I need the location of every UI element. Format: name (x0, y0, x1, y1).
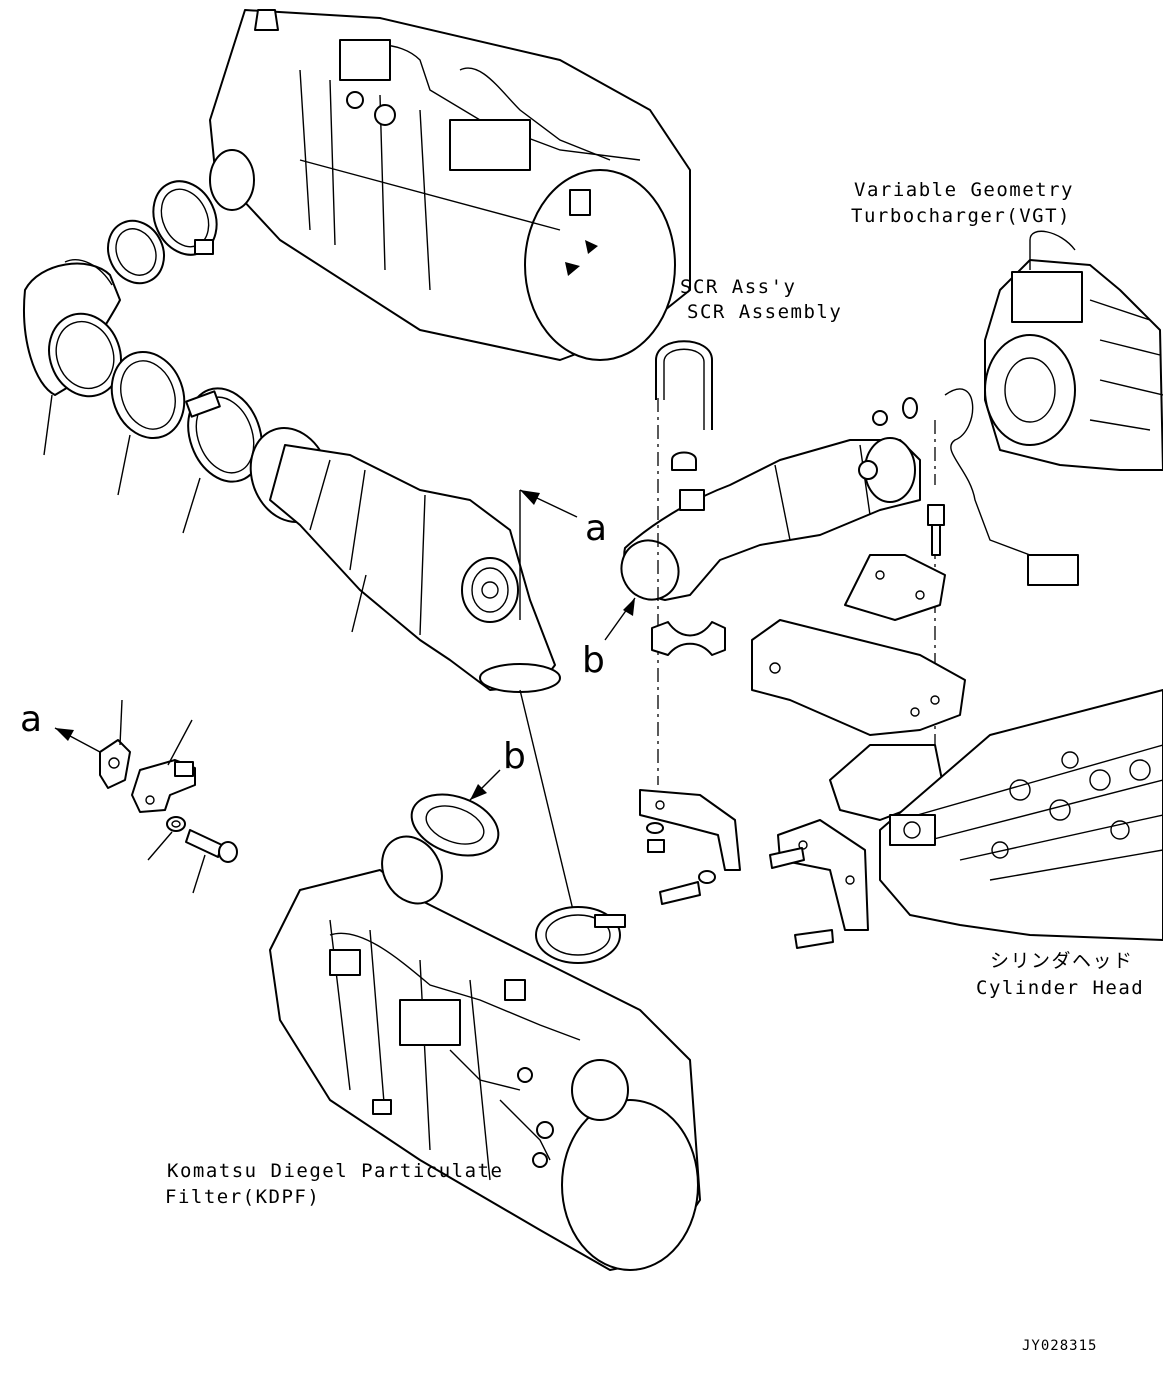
small-fasteners-drawing (646, 822, 834, 949)
upper-clamp-drawing (152, 180, 218, 256)
turbocharger-drawing (902, 230, 1163, 586)
scr-label-line2: SCR Assembly (687, 301, 842, 323)
leader-clamp (182, 477, 201, 534)
kdpf-label-line1: Komatsu Diegel Particulate (167, 1160, 503, 1182)
leader-gasket (117, 434, 131, 496)
vgt-label-line2: Turbocharger(VGT) (851, 205, 1071, 227)
view-letter-a-upper: a (585, 508, 607, 549)
scr-unit-drawing (209, 9, 691, 361)
view-letter-b-lower: b (503, 736, 526, 777)
view-arrow-a-left (54, 727, 101, 753)
leader-elbow-pipe (351, 574, 367, 633)
sensor-flange-drawing (99, 739, 131, 789)
leader-washer (147, 831, 173, 861)
kdpf-unit-drawing (269, 835, 701, 1271)
cylinder-head-label-en: Cylinder Head (976, 977, 1144, 999)
sensor-drawing (131, 759, 196, 813)
saddle-bracket-drawing (651, 621, 726, 656)
bellows-joint-drawing (23, 259, 122, 398)
leader-bellows (43, 394, 53, 456)
leader-bolt (192, 854, 206, 894)
u-bolt-drawing (655, 340, 713, 430)
vgt-label-line1: Variable Geometry (854, 179, 1074, 201)
view-arrow-b-lower (469, 769, 501, 801)
view-arrow-a-upper (519, 489, 578, 620)
upper-gasket-drawing (107, 219, 165, 285)
scr-inlet-pipe-drawing (620, 410, 921, 601)
lower-v-band-clamp-drawing (535, 906, 626, 964)
washer-drawing (166, 816, 186, 832)
elbow-pipe-drawing (249, 427, 561, 693)
leader-sensor-flange (119, 699, 123, 746)
bolt-upper-bracket-drawing (927, 504, 945, 556)
mounting-bracket-plate-drawing (751, 554, 966, 736)
lower-gasket-drawing (410, 793, 500, 857)
bolt-drawing (185, 829, 238, 863)
cylinder-head-label-jp: シリンダヘッド (990, 950, 1134, 972)
view-arrow-b-upper (604, 597, 636, 641)
scr-label-line1: SCR Ass'y (680, 276, 796, 298)
leader-sensor (167, 719, 193, 766)
view-letter-b-upper: b (582, 640, 605, 681)
kdpf-label-line2: Filter(KDPF) (165, 1186, 320, 1208)
view-letter-a-left: a (20, 699, 42, 740)
leader-lower-clamp (519, 689, 574, 911)
v-band-clamp-drawing (185, 387, 263, 483)
drawing-code: JY028315 (1022, 1338, 1097, 1354)
gasket-ring-drawing (110, 350, 186, 440)
cylinder-head-drawing (879, 689, 1163, 941)
